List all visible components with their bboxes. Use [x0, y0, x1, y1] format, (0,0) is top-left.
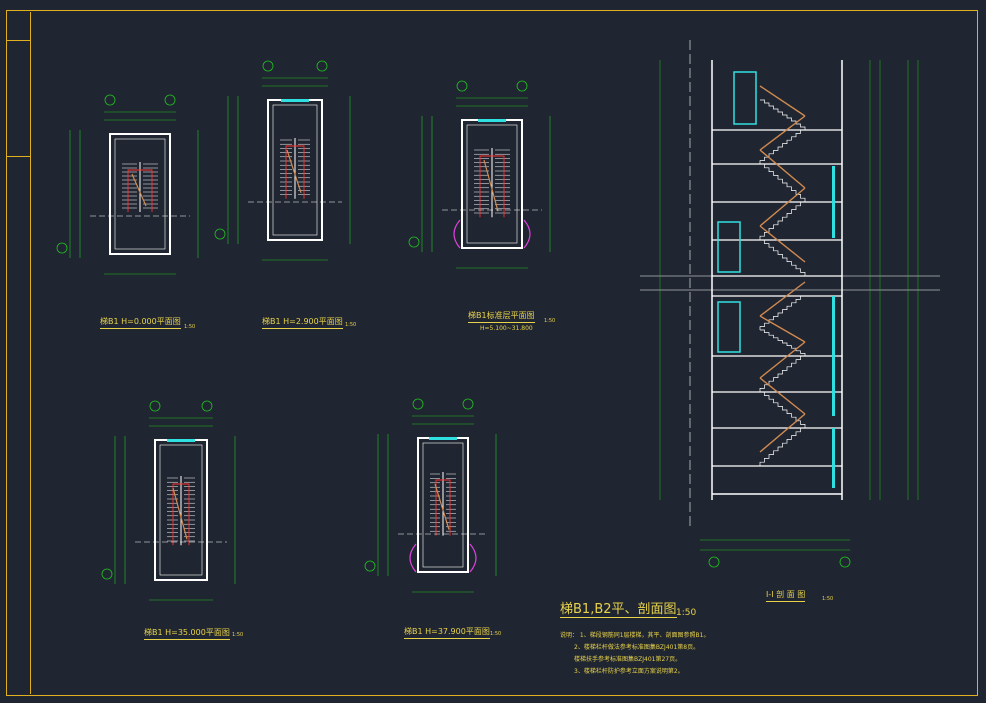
door-swing [453, 219, 461, 249]
stringer [172, 487, 188, 540]
stair-rail [759, 187, 806, 227]
axis-bubble [408, 236, 420, 248]
axis-bubble [516, 80, 528, 92]
wall-inner [272, 104, 318, 236]
plan-5-label: 梯B1 H=37.900平面图 [404, 626, 490, 639]
window [832, 356, 835, 416]
plan-3-scale: 1:50 [544, 318, 556, 324]
stair-rail [759, 315, 806, 343]
title-block [7, 40, 30, 157]
stair-steps [759, 295, 805, 330]
stair-plan [56, 94, 199, 275]
stair-steps [760, 163, 806, 202]
stair-steps [759, 201, 805, 240]
section-scale: 1:50 [822, 596, 834, 602]
stringer [286, 149, 302, 193]
axis-bubble [201, 400, 213, 412]
window [281, 99, 309, 102]
section-group [640, 40, 940, 568]
wall-outline [109, 133, 171, 255]
stair-rail [759, 85, 806, 117]
axis-bubble [456, 80, 468, 92]
door [717, 301, 741, 353]
note-line: 说明： 1、梯段钢筋同1层楼梯，其平、剖面图参照B1。 [560, 632, 710, 639]
stair-steps [760, 239, 806, 276]
window [167, 439, 195, 442]
stair-plan [101, 400, 236, 601]
axis-bubble [412, 398, 424, 410]
note-line: 楼梯扶手参考标准图集BZJ401第27页。 [574, 656, 682, 663]
plan-1-label: 梯B1 H=0.000平面图 [100, 316, 181, 329]
window [832, 296, 835, 356]
wall-inner [159, 444, 203, 576]
axis-bubble [101, 568, 113, 580]
axis-bubble [104, 94, 116, 106]
stair-rail [759, 377, 806, 415]
main-scale: 1:50 [676, 608, 697, 618]
wall-inner [114, 138, 166, 250]
axis-bubble [149, 400, 161, 412]
plan-1-scale: 1:50 [184, 324, 196, 330]
axis-bubble [262, 60, 274, 72]
notes-block: 说明： 1、梯段钢筋同1层楼梯，其平、剖面图参照B1。 2、楼梯栏杆做法参考标准… [560, 630, 709, 678]
window [832, 428, 835, 488]
axis-bubble [364, 560, 376, 572]
stair-rail [759, 115, 806, 151]
stringer [131, 173, 147, 207]
stair-steps [760, 329, 806, 356]
axis-bubble [839, 556, 851, 568]
wall-inner [466, 124, 518, 244]
stringer [483, 159, 499, 212]
axis-bubble [316, 60, 328, 72]
plan-3-label: 梯B1标准层平面图 [468, 310, 535, 323]
stair-rail [759, 341, 806, 379]
walk-line [285, 145, 305, 199]
window [429, 437, 457, 440]
stringer [434, 483, 450, 530]
stair-steps [759, 129, 805, 164]
stair-steps [760, 391, 806, 428]
window [478, 119, 506, 122]
stair-rail [759, 281, 806, 317]
door-swing [469, 543, 477, 573]
door-swing [409, 543, 417, 573]
walk-line [127, 169, 153, 212]
axis-bubble [214, 228, 226, 240]
door-swing [523, 219, 531, 249]
plan-2-scale: 1:50 [345, 322, 357, 328]
stair-plan [364, 398, 497, 593]
plan-4-scale: 1:50 [232, 632, 244, 638]
stair-steps [759, 355, 805, 392]
plan-5-scale: 1:50 [490, 631, 502, 637]
stair-rail [759, 149, 806, 189]
axis-bubble [164, 94, 176, 106]
wall-inner [422, 442, 464, 568]
stair-rail [759, 225, 806, 263]
note-line: 3、楼梯栏杆防护参考立面方案说明第2。 [574, 668, 684, 675]
note-line: 2、楼梯栏杆做法参考标准图集BZJ401第8页。 [574, 644, 700, 651]
plan-3-sub: H=5.100~31.800 [480, 325, 533, 332]
door [717, 221, 741, 273]
drawing-frame [6, 10, 978, 696]
axis-bubble [462, 398, 474, 410]
stair-plan [408, 80, 551, 269]
window [832, 166, 835, 238]
stair-steps [759, 427, 805, 466]
main-title: 梯B1,B2平、剖面图 [560, 598, 677, 618]
walk-line [435, 479, 451, 536]
walk-line [479, 155, 505, 218]
plan-2-label: 梯B1 H=2.900平面图 [262, 316, 343, 329]
plans-group [56, 60, 551, 601]
stair-steps [760, 99, 806, 130]
plan-4-label: 梯B1 H=35.000平面图 [144, 627, 230, 640]
walk-line [172, 483, 190, 546]
door [733, 71, 757, 125]
stair-rail [759, 413, 806, 453]
stair-plan [214, 60, 351, 261]
section-label: I-I 剖 面 图 [766, 589, 806, 602]
axis-bubble [708, 556, 720, 568]
axis-bubble [56, 242, 68, 254]
inner-frame [30, 12, 976, 694]
